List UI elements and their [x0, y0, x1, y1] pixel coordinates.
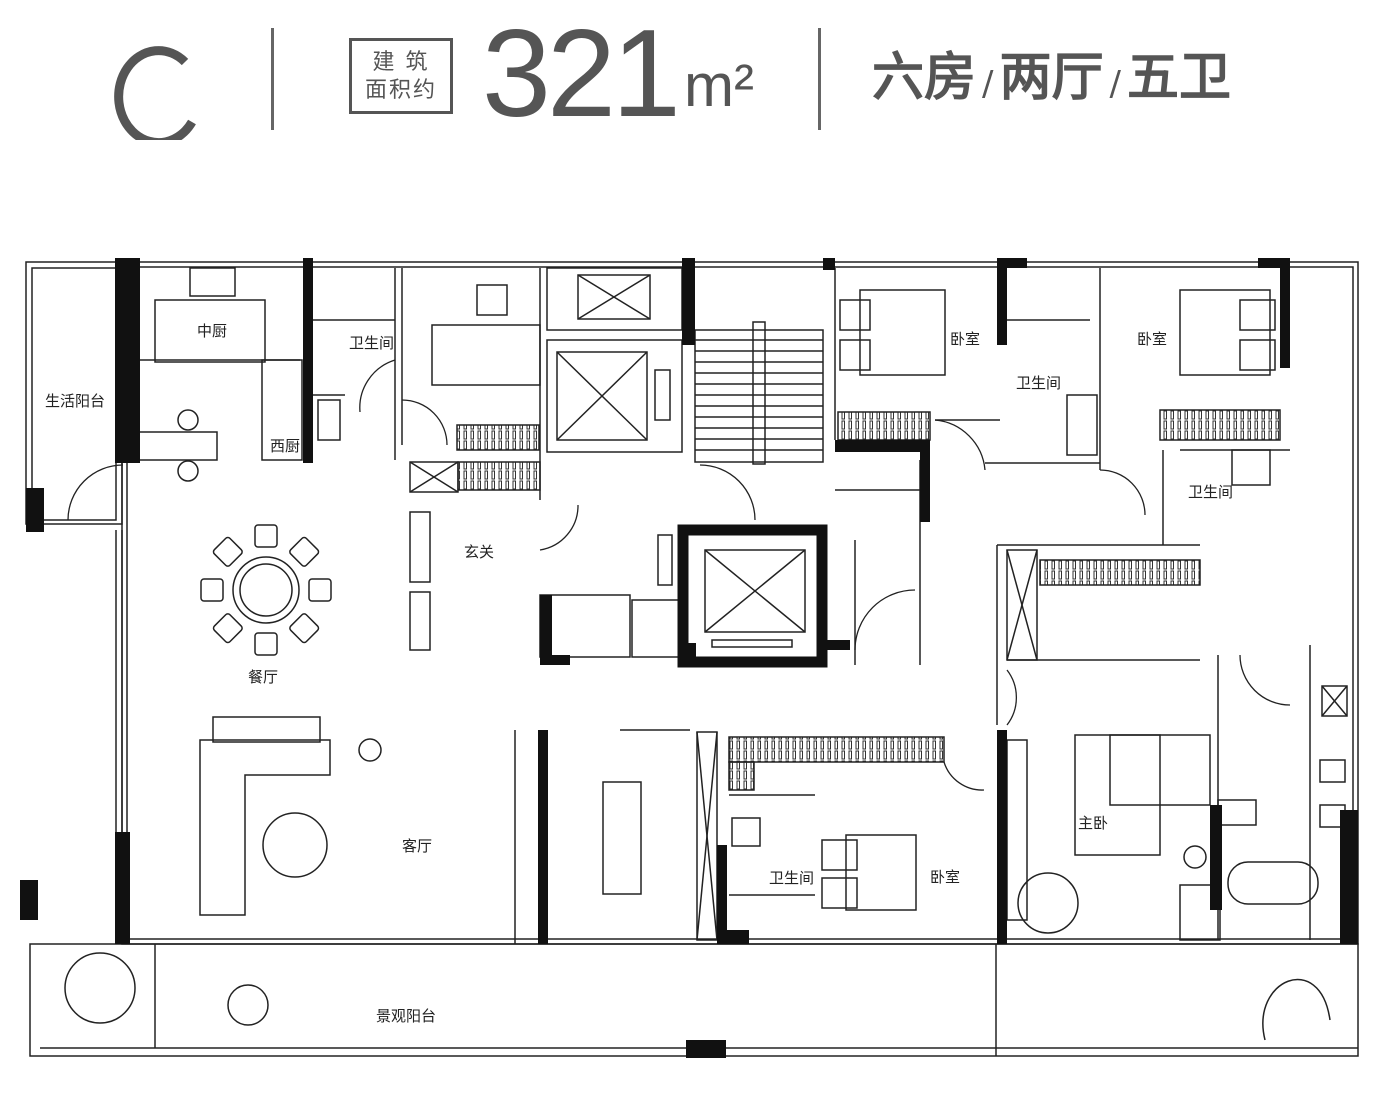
- bathroom-count: 五卫: [1126, 48, 1231, 108]
- header-divider: [818, 28, 821, 130]
- walls-structural: [20, 258, 1358, 1058]
- area-label-line1: 建 筑: [372, 50, 430, 75]
- room-label-foyer: 玄关: [464, 543, 494, 561]
- room-label-dining: 餐厅: [248, 668, 278, 686]
- dining-chairs: [200, 524, 332, 656]
- dining-chair: [289, 536, 320, 567]
- separator: /: [1109, 64, 1121, 104]
- header-divider: [271, 28, 274, 130]
- room-label-bath-2: 卫生间: [1016, 374, 1061, 392]
- room-label-bedroom-2: 卧室: [1137, 330, 1167, 348]
- dining-chair: [289, 613, 320, 644]
- room-label-middle-kitchen: 中厨: [197, 322, 227, 340]
- area-label-line2: 面积约: [364, 78, 437, 103]
- room-label-bath-4: 卫生间: [769, 869, 814, 887]
- room-label-view-balcony: 景观阳台: [376, 1007, 436, 1025]
- dining-chair: [212, 536, 243, 567]
- room-label-western-kitchen: 西厨: [270, 437, 300, 455]
- dining-chair: [308, 578, 332, 602]
- area-value: 321: [482, 5, 681, 143]
- hall-count: 两厅: [999, 48, 1104, 108]
- separator: /: [982, 64, 994, 104]
- wardrobes: [456, 409, 1281, 791]
- dining-chair: [254, 524, 278, 548]
- room-label-bath-1: 卫生间: [349, 334, 394, 352]
- room-label-bath-3: 卫生间: [1188, 483, 1233, 501]
- door-swings: [67, 359, 1291, 791]
- bedroom-count: 六房: [872, 48, 977, 108]
- room-label-utility-balcony: 生活阳台: [45, 392, 105, 410]
- logo-c-mark: C: [114, 46, 196, 140]
- room-labels: 中厨 卫生间 生活阳台 西厨 玄关 卧室 卫生间 卧室 卫生间 餐厅 客厅 卫生…: [45, 322, 1233, 1025]
- room-label-living: 客厅: [402, 837, 432, 855]
- area-label-box: 建 筑 面积约: [349, 38, 453, 114]
- elevator-shaft: [677, 524, 828, 668]
- elevator-panel: [657, 534, 673, 586]
- dining-chair: [200, 578, 224, 602]
- room-label-master-bedroom: 主卧: [1078, 814, 1108, 832]
- room-label-bedroom-1: 卧室: [950, 330, 980, 348]
- dining-chair: [254, 632, 278, 656]
- room-label-bedroom-3: 卧室: [930, 868, 960, 886]
- dining-chair: [212, 613, 243, 644]
- area-unit: m²: [684, 52, 754, 119]
- room-layout-summary: 六房/两厅/五卫: [872, 46, 1231, 116]
- walls-thin: [25, 261, 1359, 1057]
